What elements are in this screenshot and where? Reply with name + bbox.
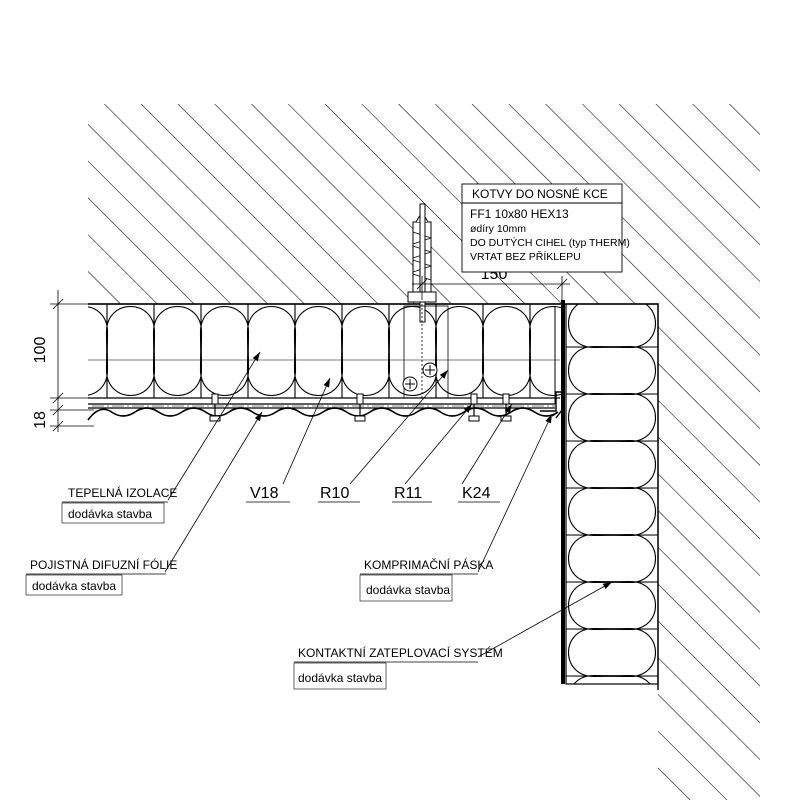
fastener-head [356,393,364,405]
label-membrane-supply: dodávka stavba [32,579,116,593]
leader-arrows [252,352,612,590]
fastener-washer [500,415,512,422]
tag-r11: R11 [392,485,432,503]
label-insulation: TEPELNÁ IZOLACE dodávka stavba [61,485,177,524]
masonry-wall-hatch [88,104,760,800]
leader-lines [164,351,613,658]
insulation-loop [566,304,658,684]
bracket-plate [403,305,449,399]
fastener-head [502,393,510,405]
leader-arrowhead [463,404,472,413]
tag-v18: V18 [246,485,290,503]
anchor-note-line4: VRTAT BEZ PŘÍKLEPU [470,250,581,263]
leader-arrowhead [323,378,330,388]
label-etics-supply: dodávka stavba [298,671,382,685]
corner-flashing-k24 [540,391,563,419]
dim-insulation-thickness: 100 [32,337,49,364]
insulation-vertical [565,303,659,685]
leader-arrowhead [504,404,512,414]
dimension-horizontal [412,276,570,300]
label-etics-title: KONTAKTNÍ ZATEPLOVACÍ SYSTÉM [298,645,503,660]
leader-arrowhead [252,352,260,362]
tag-r10-text: R10 [320,485,349,502]
anchor-note-box [461,183,623,273]
insulation-horizontal [88,303,562,399]
leader-arrowhead [545,414,552,424]
label-etics: KONTAKTNÍ ZATEPLOVACÍ SYSTÉM dodávka sta… [293,645,503,690]
label-tape-title: KOMPRIMAČNÍ PÁSKA [364,557,493,572]
label-membrane: POJISTNÁ DIFUZNÍ FÓLIE dodávka stavba [25,557,177,596]
anchor-note-title: KOTVY DO NOSNÉ KCE [472,186,608,201]
label-insulation-supply: dodávka stavba [68,507,152,521]
tag-v18-text: V18 [250,485,279,502]
screw-r10 [402,362,438,392]
fastener-washer [354,415,366,422]
dim-cladding-thickness: 18 [32,411,49,429]
label-tape-supply: dodávka stavba [366,583,450,597]
label-tape: KOMPRIMAČNÍ PÁSKA dodávka stavba [359,557,493,602]
anchor-note-line1: FF1 10x80 HEX13 [470,207,569,221]
insulation-loop [88,304,562,398]
anchor-note-line2: ødíry 10mm [470,223,526,235]
dimension-vertical [50,290,94,432]
fastener-washer [209,415,221,422]
label-membrane-title: POJISTNÁ DIFUZNÍ FÓLIE [30,557,177,572]
fasteners-v18 [209,393,512,422]
batten-rail [88,403,555,409]
label-insulation-title: TEPELNÁ IZOLACE [68,485,177,500]
tag-r10: R10 [318,485,360,503]
corrugated-cladding [87,407,559,421]
leader-arrowhead [439,370,448,379]
tag-k24-text: K24 [462,485,491,502]
leader-arrowhead [254,412,262,422]
tag-r11-text: R11 [394,485,422,502]
fastener-washer [468,415,480,422]
leader-arrowhead [602,582,612,590]
tag-k24: K24 [458,485,500,503]
fastener-head [470,393,478,405]
fastener-head [211,393,219,405]
anchor-note-line3: DO DUTÝCH CIHEL (typ THERM) [470,236,630,249]
